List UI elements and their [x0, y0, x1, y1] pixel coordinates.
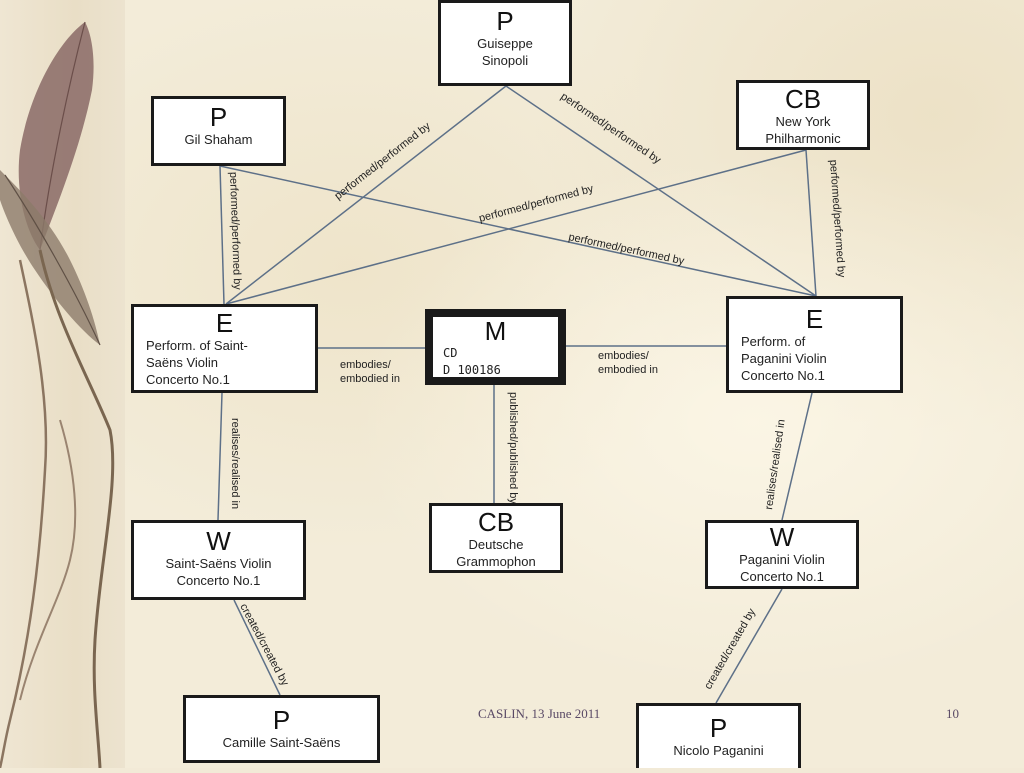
node-type: E	[215, 308, 234, 338]
edge-label-published: published/published by	[507, 392, 519, 504]
node-label: Deutsche Grammophon	[456, 537, 536, 569]
node-label: Gil Shaham	[184, 132, 253, 147]
node-deutsche: CB Deutsche Grammophon	[429, 503, 563, 573]
edge-label-nyphil-e2: performed/performed by	[827, 159, 847, 278]
edge-label-realises-right: realises/realised in	[763, 419, 788, 511]
edge-shaham-perf-saint-saens	[219, 165, 225, 305]
node-label: Camille Saint-Saëns	[222, 735, 341, 750]
node-label: Perform. of Paganini Violin Concerto No.…	[741, 334, 827, 383]
node-type: P	[496, 6, 514, 36]
node-type: E	[805, 304, 824, 334]
edge-label-nyphil-e1: performed/performed by	[478, 183, 596, 225]
edge-perf-saint-saens-work	[217, 392, 223, 521]
edge-label-created-left: created/created by	[237, 602, 291, 689]
node-shaham: P Gil Shaham	[151, 96, 286, 166]
edge-sinopoli-perf-saint-saens	[225, 85, 507, 305]
node-type: W	[769, 522, 795, 552]
node-work-saint-saens: W Saint-Saëns Violin Concerto No.1	[131, 520, 306, 600]
node-type: P	[209, 102, 228, 132]
leaf-illustration	[0, 21, 115, 769]
node-type: P	[709, 713, 728, 743]
node-type: CB	[784, 84, 822, 114]
edge-label-embodies-right-2: embodied in	[598, 364, 658, 376]
node-label: CD D 100186	[443, 346, 501, 377]
node-label: Guiseppe Sinopoli	[477, 36, 533, 68]
edge-label-realises-left: realises/realised in	[229, 418, 241, 509]
node-type: P	[272, 705, 291, 735]
node-label: Perform. of Saint- Saëns Violin Concerto…	[146, 338, 248, 387]
node-label: Paganini Violin Concerto No.1	[739, 552, 825, 584]
node-type: M	[484, 316, 507, 346]
edge-nyphil-perf-paganini	[805, 149, 817, 297]
node-work-paganini: W Paganini Violin Concerto No.1	[705, 520, 859, 589]
edge-label-shaham-e1: performed/performed by	[227, 172, 243, 291]
node-perf-paganini: E Perform. of Paganini Violin Concerto N…	[726, 296, 903, 393]
decorative-leaf-panel	[0, 0, 125, 769]
edge-work-saint-saens-camille	[233, 599, 281, 696]
node-cd: M CD D 100186	[425, 309, 566, 385]
node-camille: P Camille Saint-Saëns	[183, 695, 380, 763]
edge-label-embodies-left-1: embodies/	[340, 359, 392, 371]
footer-text: CASLIN, 13 June 2011	[478, 706, 601, 721]
edge-shaham-perf-paganini	[219, 165, 817, 297]
node-label: New York Philharmonic	[765, 114, 841, 146]
edge-work-paganini-nicolo	[715, 588, 783, 704]
node-perf-saint-saens: E Perform. of Saint- Saëns Violin Concer…	[131, 304, 318, 393]
node-sinopoli: P Guiseppe Sinopoli	[438, 0, 572, 86]
edge-sinopoli-perf-paganini	[505, 85, 817, 297]
page-number: 10	[946, 706, 959, 721]
edge-label-shaham-e2: performed/performed by	[567, 231, 685, 267]
edge-label-sinopoli-e1: performed/performed by	[332, 120, 433, 202]
edge-label-embodies-right-1: embodies/	[598, 350, 650, 362]
node-label: Saint-Saëns Violin Concerto No.1	[165, 556, 272, 588]
edge-label-embodies-left-2: embodied in	[340, 373, 400, 385]
edge-nyphil-perf-saint-saens	[225, 149, 807, 305]
node-type: W	[206, 526, 231, 556]
edge-perf-paganini-work	[781, 392, 813, 521]
edge-label-sinopoli-e2: performed/performed by	[558, 91, 663, 167]
node-label: Nicolo Paganini	[673, 743, 764, 758]
node-nyphil: CB New York Philharmonic	[736, 80, 870, 150]
node-type: CB	[477, 507, 515, 537]
node-nicolo: P Nicolo Paganini	[636, 703, 801, 768]
